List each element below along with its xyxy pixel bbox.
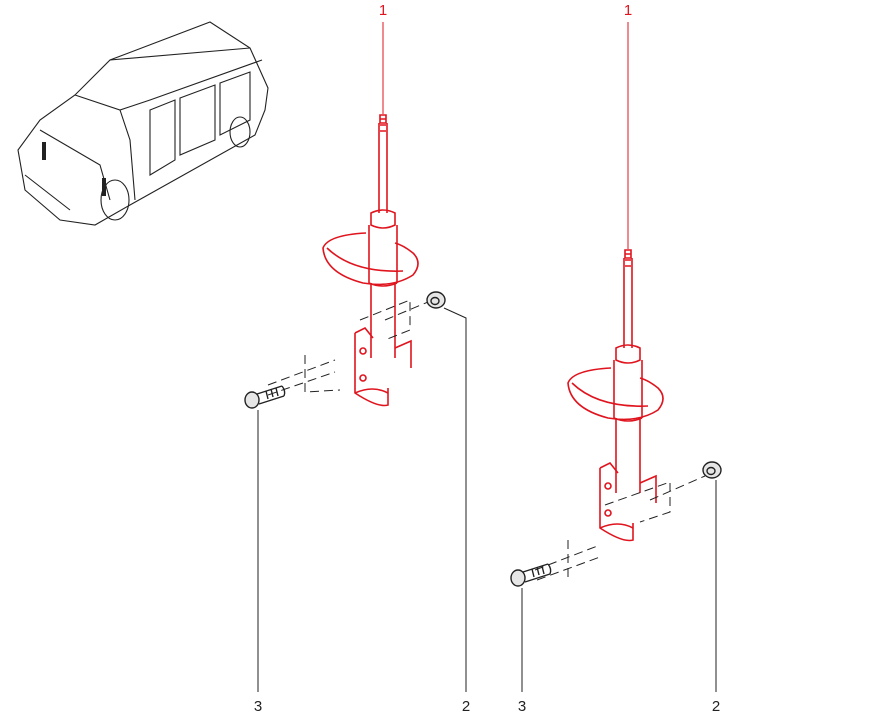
leader-lines (257, 22, 717, 692)
callout-nut-left[interactable]: 2 (461, 698, 471, 715)
fixing-plane-right (534, 475, 706, 581)
callout-bolt-left[interactable]: 3 (253, 698, 263, 715)
nut-right[interactable] (702, 461, 722, 479)
callout-strut-left[interactable]: 1 (378, 2, 388, 19)
strut-right[interactable] (567, 249, 664, 542)
bolt-right[interactable] (510, 563, 552, 587)
callout-strut-right[interactable]: 1 (623, 2, 633, 19)
callout-nut-right[interactable]: 2 (711, 698, 721, 715)
strut-left[interactable] (322, 114, 419, 407)
bolt-left[interactable] (244, 385, 286, 409)
vehicle-thumbnail (17, 21, 269, 226)
nut-left[interactable] (426, 291, 446, 309)
callout-bolt-right[interactable]: 3 (517, 698, 527, 715)
fixing-plane-left (267, 299, 429, 396)
